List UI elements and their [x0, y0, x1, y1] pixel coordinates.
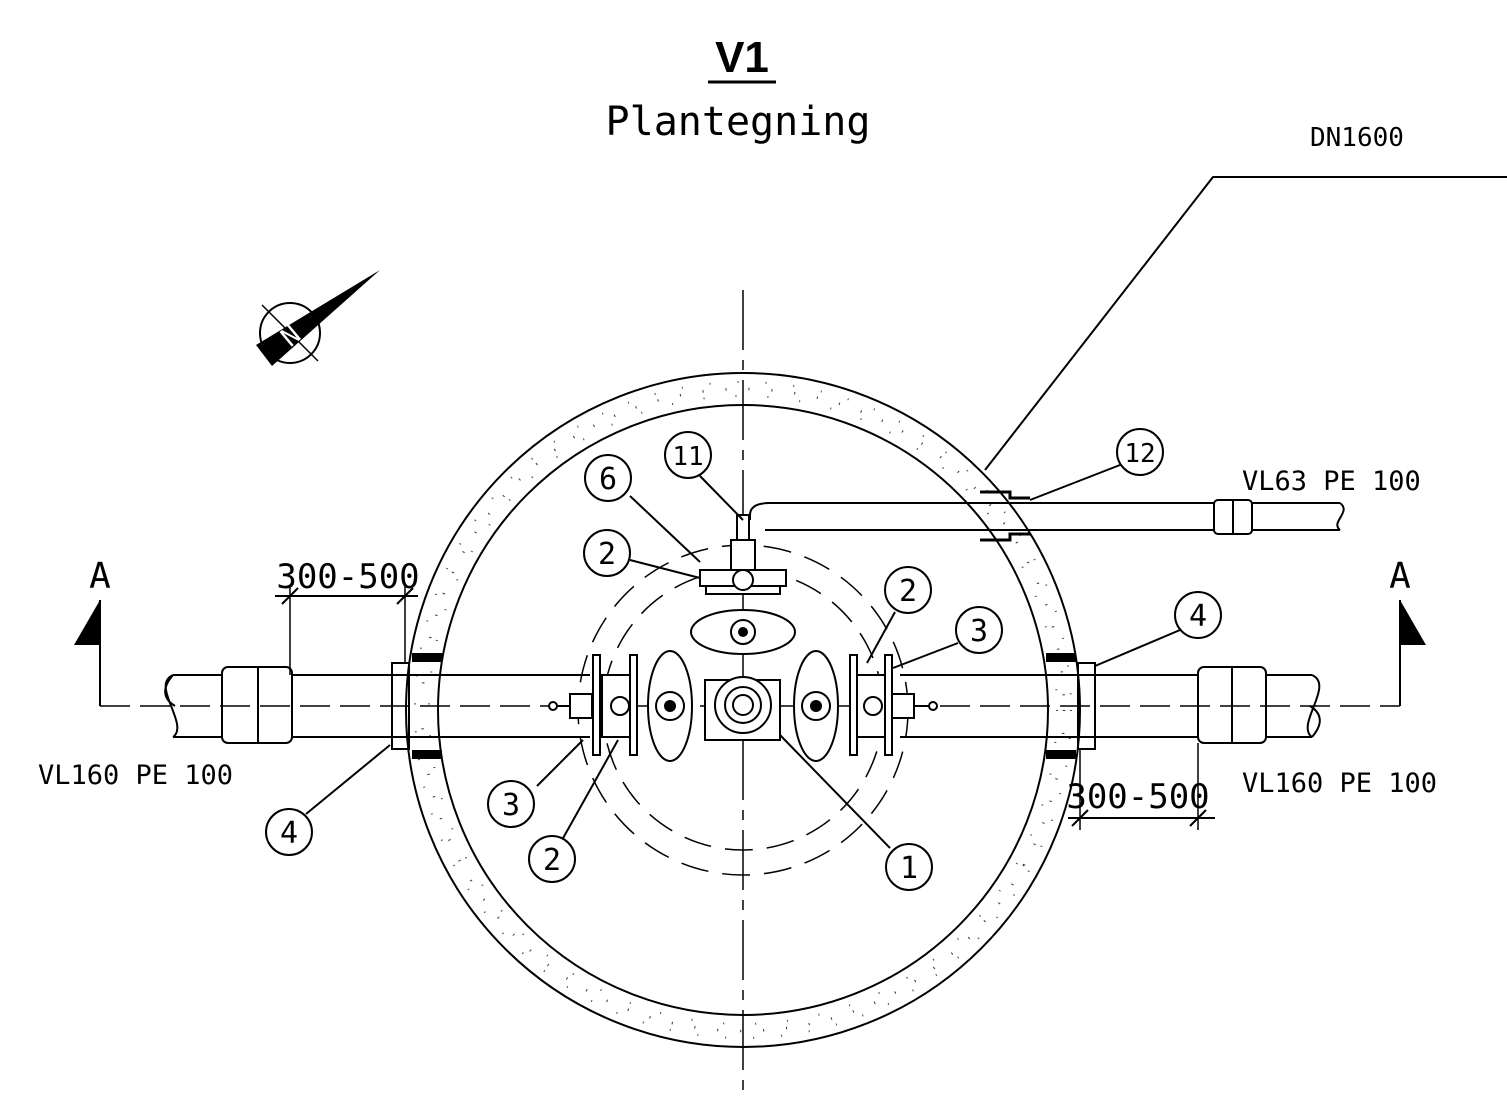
concrete-hatch-3	[414, 381, 1072, 1039]
concrete-hatch-2	[428, 395, 1058, 1025]
pipe-label-left: VL160 PE 100	[38, 760, 233, 791]
wall-seal-right	[1046, 653, 1096, 759]
svg-text:2: 2	[543, 843, 561, 878]
section-marker-left: A	[74, 556, 111, 706]
callout-leaders	[305, 464, 1181, 849]
svg-text:2: 2	[598, 537, 616, 572]
svg-text:6: 6	[599, 462, 617, 497]
manhole-outer-wall	[405, 372, 1081, 1048]
coupling-right	[1197, 666, 1267, 744]
drawing-subtitle: Plantegning	[606, 99, 871, 145]
section-marker-right: A	[1389, 556, 1426, 706]
callout-2-right: 2	[884, 566, 932, 614]
callout-4-left: 4	[265, 808, 313, 856]
svg-text:11: 11	[672, 442, 703, 472]
svg-text:2: 2	[899, 574, 917, 609]
callout-6: 6	[584, 454, 632, 502]
callout-2-top: 2	[583, 529, 631, 577]
coupling-left	[221, 666, 293, 744]
callout-12: 12	[1116, 428, 1164, 476]
svg-text:4: 4	[280, 816, 298, 851]
valve-assembly	[548, 514, 938, 762]
callout-11: 11	[664, 431, 712, 479]
dimension-right: 300-500	[1066, 743, 1215, 830]
dimension-right-text: 300-500	[1066, 777, 1209, 817]
section-label-left: A	[89, 556, 111, 597]
service-wall-sleeve	[980, 490, 1030, 542]
svg-text:12: 12	[1124, 439, 1155, 469]
dimension-left-text: 300-500	[276, 557, 419, 597]
section-label-right: A	[1389, 556, 1411, 597]
pipe-label-right: VL160 PE 100	[1242, 768, 1437, 799]
svg-text:3: 3	[970, 614, 988, 649]
callout-2-bottom: 2	[528, 835, 576, 883]
dn-leader	[984, 176, 1507, 471]
north-arrow-icon: N	[256, 270, 380, 366]
callout-4-right: 4	[1174, 591, 1222, 639]
svg-text:1: 1	[900, 851, 918, 886]
callout-3-right: 3	[955, 606, 1003, 654]
callout-1: 1	[885, 843, 933, 891]
drawing-title: V1	[715, 33, 769, 82]
wall-seal-left	[391, 653, 442, 759]
svg-text:4: 4	[1189, 599, 1207, 634]
dn-label: DN1600	[1310, 123, 1404, 153]
concrete-hatch	[420, 387, 1066, 1033]
dimension-left: 300-500	[275, 557, 420, 675]
pipe-label-top: VL63 PE 100	[1242, 466, 1421, 497]
manhole-inner-wall	[437, 404, 1049, 1016]
svg-text:3: 3	[502, 788, 520, 823]
service-pipe	[749, 499, 1345, 535]
callout-3-left: 3	[487, 780, 535, 828]
